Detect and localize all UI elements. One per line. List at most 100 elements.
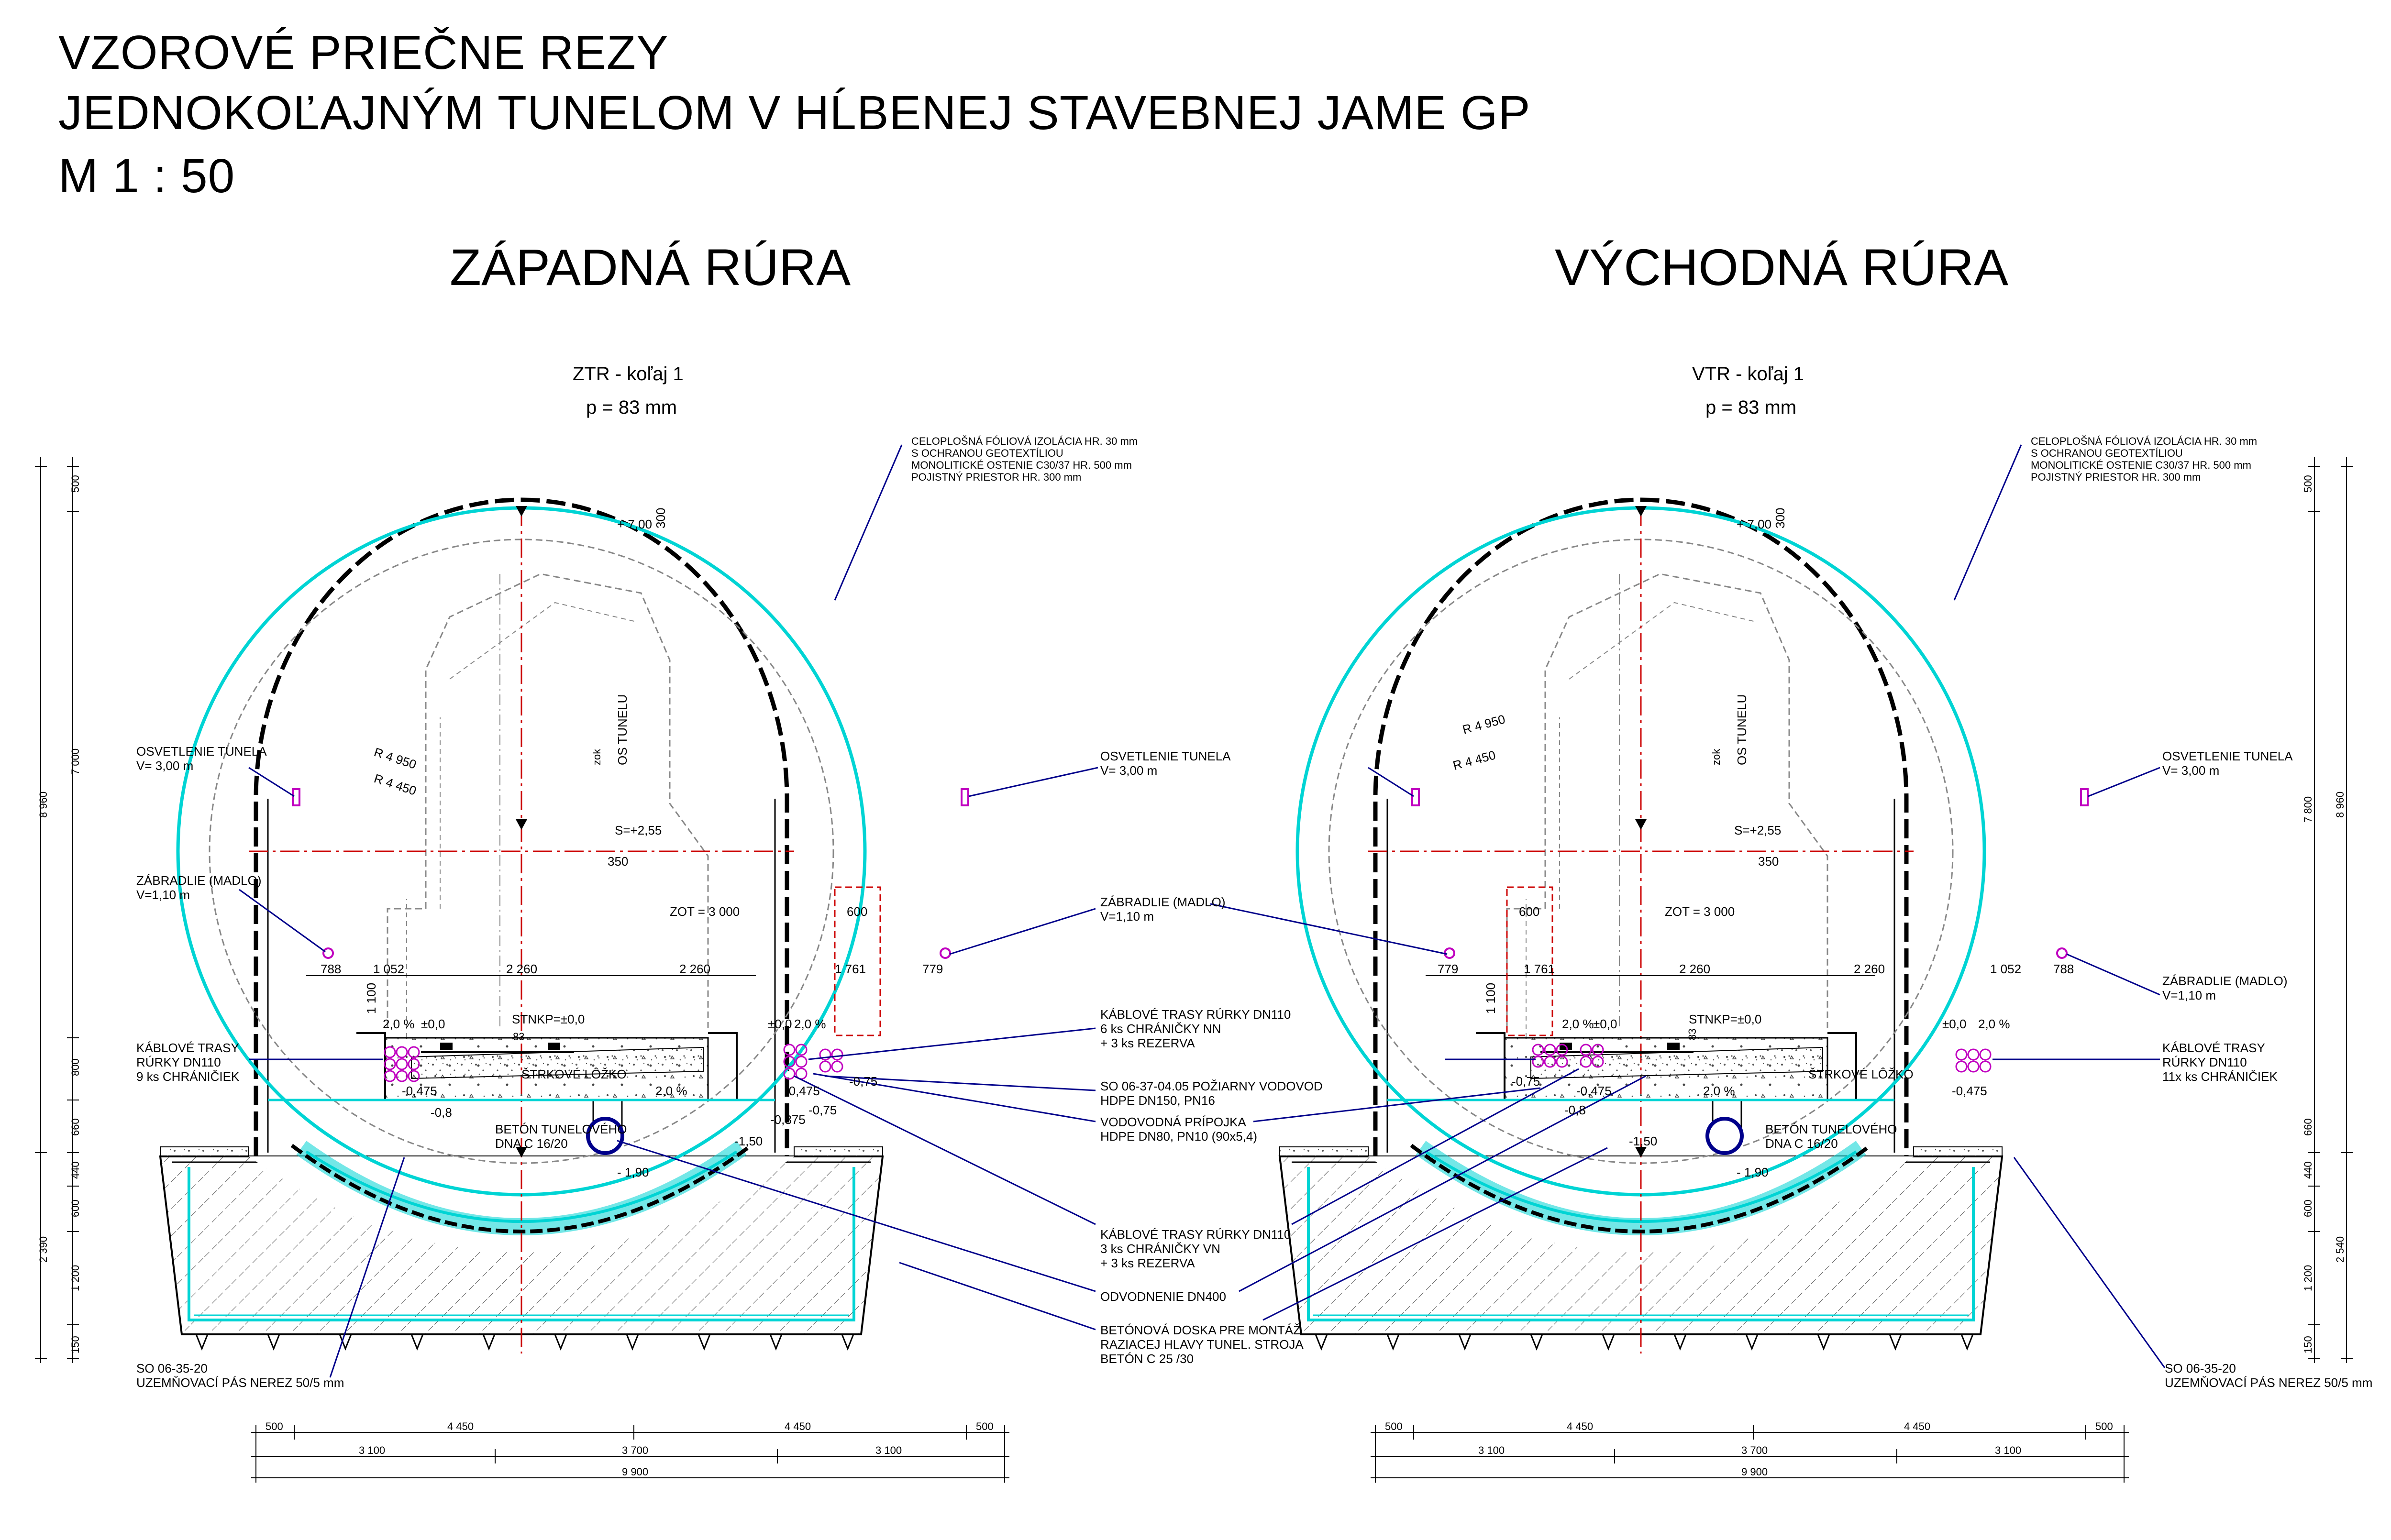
svg-text:STNKP=±0,0: STNKP=±0,0 [512, 1012, 585, 1026]
svg-text:150: 150 [69, 1336, 81, 1353]
svg-text:-0,75: -0,75 [849, 1074, 877, 1089]
svg-text:500: 500 [976, 1420, 994, 1432]
west-ballast-label: ŠTRKOVÉ LÔŽKO [521, 1067, 627, 1081]
west-drain-note: ODVODNENIE DN400 [1100, 1289, 1226, 1304]
svg-text:-0,8: -0,8 [431, 1105, 452, 1120]
svg-text:600: 600 [69, 1199, 81, 1217]
svg-text:2,0 %: 2,0 % [1562, 1017, 1594, 1031]
svg-text:KÁBLOVÉ TRASY: KÁBLOVÉ TRASY [136, 1041, 239, 1055]
east-bottom-concrete-label: BETÓN TUNELOVÉHO DNA C 16/20 [1765, 1122, 1897, 1151]
east-handrail-right-icon [2056, 947, 2068, 959]
svg-text:BETÓNOVÁ DOSKA PRE MONTÁŽ: BETÓNOVÁ DOSKA PRE MONTÁŽ [1100, 1323, 1301, 1337]
svg-text:9 900: 9 900 [1741, 1466, 1768, 1478]
svg-text:2 390: 2 390 [37, 1236, 49, 1263]
svg-text:6 ks CHRÁNIČKY NN: 6 ks CHRÁNIČKY NN [1100, 1022, 1221, 1036]
svg-text:MONOLITICKÉ OSTENIE C30/37 HR.: MONOLITICKÉ OSTENIE C30/37 HR. 500 mm [911, 459, 1132, 471]
svg-text:3 700: 3 700 [1741, 1444, 1768, 1456]
svg-text:R 4 950: R 4 950 [1461, 712, 1507, 737]
west-slopes: 2,0 % 2,0 % 2,0 % [383, 1017, 826, 1098]
svg-text:-0,475: -0,475 [785, 1084, 820, 1098]
east-cable-bundle-right [1955, 1048, 1992, 1073]
svg-text:RÚRKY DN110: RÚRKY DN110 [136, 1055, 221, 1069]
svg-text:ZOT = 3 000: ZOT = 3 000 [670, 904, 740, 919]
svg-text:4 450: 4 450 [785, 1420, 811, 1432]
west-cable-vn-note: KÁBLOVÉ TRASY RÚRKY DN110 3 ks CHRÁNIČKY… [1100, 1227, 1291, 1270]
svg-text:±0,0: ±0,0 [1942, 1017, 1966, 1031]
svg-text:2,0 %: 2,0 % [655, 1084, 687, 1098]
east-bottom-dimension-chain: 500 4 450 4 450 500 3 100 3 700 3 100 9 … [1371, 1420, 2129, 1483]
svg-text:2 260: 2 260 [679, 962, 710, 976]
east-track-label: VTR - koľaj 1 [1692, 363, 1804, 385]
svg-text:V=1,10 m: V=1,10 m [136, 888, 190, 902]
svg-text:ZÁBRADLIE (MADLO): ZÁBRADLIE (MADLO) [136, 873, 262, 888]
east-slopes: 2,0 % 2,0 % 2,0 % [1562, 1017, 2010, 1098]
svg-text:R 4 450: R 4 450 [372, 771, 418, 798]
svg-text:440: 440 [69, 1161, 81, 1179]
svg-text:4 450: 4 450 [447, 1420, 474, 1432]
west-handrail-right-note: ZÁBRADLIE (MADLO) V=1,10 m [1100, 895, 1226, 924]
svg-text:9 ks CHRÁNIČIEK: 9 ks CHRÁNIČIEK [136, 1069, 240, 1084]
west-handrail-right-icon [940, 947, 951, 959]
west-lighting-left-note: OSVETLENIE TUNELA V= 3,00 m [136, 744, 267, 773]
west-water-connection-note: VODOVODNÁ PRÍPOJKA HDPE DN80, PN10 (90x5… [1100, 1115, 1257, 1144]
east-right-dimension-chain: 500 7 800 660 440 600 1 200 150 8 960 2 … [2302, 457, 2353, 1363]
west-tunnel-axis-label: OS TUNELU [615, 694, 630, 765]
drawing-title-line2: JEDNOKOĽAJNÝM TUNELOM V HĹBENEJ STAVEBNE… [58, 86, 1531, 140]
svg-text:1 200: 1 200 [69, 1265, 81, 1291]
svg-text:±0,0: ±0,0 [421, 1017, 445, 1031]
svg-text:4 450: 4 450 [1904, 1420, 1930, 1432]
svg-text:POJISTNÝ PRIESTOR HR. 300 mm: POJISTNÝ PRIESTOR HR. 300 mm [2031, 471, 2201, 483]
svg-text:OSVETLENIE TUNELA: OSVETLENIE TUNELA [2162, 749, 2293, 763]
svg-text:-1,50: -1,50 [734, 1134, 763, 1148]
svg-text:7 800: 7 800 [2302, 796, 2314, 823]
svg-text:788: 788 [321, 962, 341, 976]
svg-text:500: 500 [2302, 475, 2314, 493]
west-bottom-concrete-label: BETÓN TUNELOVÉHO DNA C 16/20 [495, 1122, 627, 1151]
svg-text:788: 788 [2053, 962, 2074, 976]
svg-text:S=+2,55: S=+2,55 [615, 823, 662, 837]
svg-text:BETÓN TUNELOVÉHO: BETÓN TUNELOVÉHO [1765, 1122, 1897, 1136]
svg-text:83: 83 [1686, 1029, 1698, 1040]
svg-text:779: 779 [1438, 962, 1458, 976]
east-top-dims: 779 1 761 2 260 2 260 1 052 788 ZOT = 3 … [1438, 508, 2074, 1040]
svg-text:S OCHRANOU GEOTEXTÍLIOU: S OCHRANOU GEOTEXTÍLIOU [2031, 447, 2183, 459]
svg-text:-1,50: -1,50 [1629, 1134, 1657, 1148]
svg-text:500: 500 [1385, 1420, 1403, 1432]
svg-text:1 761: 1 761 [1524, 962, 1555, 976]
east-handrail-note: ZÁBRADLIE (MADLO) V=1,10 m [2162, 974, 2288, 1002]
svg-text:2,0 %: 2,0 % [383, 1017, 415, 1031]
svg-text:500: 500 [266, 1420, 283, 1432]
svg-text:+ 7,00: + 7,00 [1737, 517, 1771, 531]
svg-text:BETÓN C 25 /30: BETÓN C 25 /30 [1100, 1352, 1194, 1366]
west-track-label: ZTR - koľaj 1 [573, 363, 684, 385]
svg-text:R 4 950: R 4 950 [372, 745, 418, 772]
svg-text:STNKP=±0,0: STNKP=±0,0 [1689, 1012, 1761, 1026]
svg-text:±0,0: ±0,0 [1593, 1017, 1617, 1031]
svg-text:2,0 %: 2,0 % [1978, 1017, 2010, 1031]
svg-text:-0,475: -0,475 [1952, 1084, 1987, 1098]
east-ballast-label: ŠTRKOVÉ LÔŽKO [1808, 1067, 1914, 1081]
svg-text:HDPE DN80, PN10 (90x5,4): HDPE DN80, PN10 (90x5,4) [1100, 1129, 1257, 1144]
east-handrail-left-icon [1444, 947, 1455, 959]
svg-text:3 ks CHRÁNIČKY VN: 3 ks CHRÁNIČKY VN [1100, 1242, 1220, 1256]
svg-text:600: 600 [847, 904, 867, 919]
svg-text:-0,75: -0,75 [1512, 1074, 1540, 1089]
west-cable-nn-note: KÁBLOVÉ TRASY RÚRKY DN110 6 ks CHRÁNIČKY… [1100, 1007, 1291, 1050]
svg-text:ZÁBRADLIE (MADLO): ZÁBRADLIE (MADLO) [2162, 974, 2288, 988]
svg-text:V=1,10 m: V=1,10 m [1100, 909, 1154, 924]
svg-text:7 000: 7 000 [69, 748, 81, 775]
svg-text:V= 3,00 m: V= 3,00 m [1100, 763, 1157, 778]
svg-text:3 700: 3 700 [622, 1444, 648, 1456]
west-handrail-left-note: ZÁBRADLIE (MADLO) V=1,10 m [136, 873, 262, 902]
svg-text:1 200: 1 200 [2302, 1265, 2314, 1291]
east-light-left-icon [1411, 788, 1420, 806]
west-left-dimension-chain: 500 7 000 800 660 440 600 1 200 150 8 96… [35, 457, 81, 1363]
svg-text:POJISTNÝ PRIESTOR HR. 300 mm: POJISTNÝ PRIESTOR HR. 300 mm [911, 471, 1081, 483]
west-levels: + 7,00 S=+2,55 STNKP=±0,0 ±0,0 ±0,0 - 1,… [402, 517, 877, 1179]
svg-text:CELOPLOŠNÁ FÓLIOVÁ IZOLÁCIA HR: CELOPLOŠNÁ FÓLIOVÁ IZOLÁCIA HR. 30 mm [2031, 435, 2257, 447]
west-cable-left-note: KÁBLOVÉ TRASY RÚRKY DN110 9 ks CHRÁNIČIE… [136, 1041, 240, 1084]
svg-text:BETÓN TUNELOVÉHO: BETÓN TUNELOVÉHO [495, 1122, 627, 1136]
svg-text:660: 660 [2302, 1118, 2314, 1136]
svg-text:+ 3 ks REZERVA: + 3 ks REZERVA [1100, 1036, 1195, 1050]
